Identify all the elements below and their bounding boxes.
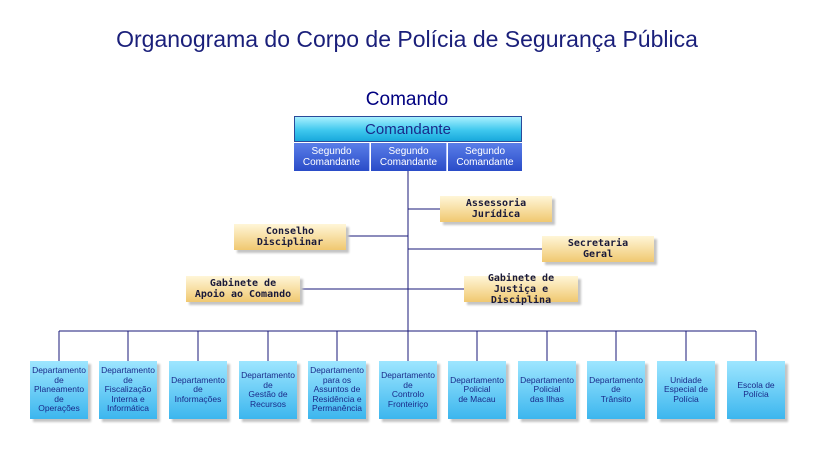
box-conselho-disciplinar: Conselho Disciplinar: [234, 224, 346, 250]
dept-transito: Departamento de Trânsito: [587, 361, 645, 419]
dept-residencia-permanencia: Departamento para os Assuntos de Residên…: [308, 361, 366, 419]
page-title: Organograma do Corpo de Polícia de Segur…: [116, 26, 698, 52]
box-gabinete-apoio-comando: Gabinete de Apoio ao Comando: [186, 276, 300, 302]
box-secretaria-geral: Secretaria Geral: [542, 236, 654, 262]
dept-controlo-fronteirico: Departamento de Controlo Fronteiriço: [379, 361, 437, 419]
dept-fiscalizacao-informatica: Departamento de Fiscalização Interna e I…: [99, 361, 157, 419]
deputy-commander-3: Segundo Comandante: [448, 143, 522, 171]
box-assessoria-juridica: Assessoria Jurídica: [440, 196, 552, 222]
unidade-especial-policia: Unidade Especial de Polícia: [657, 361, 715, 419]
dept-planeamento-operacoes: Departamento de Planeamento de Operações: [30, 361, 88, 419]
deputy-commander-1: Segundo Comandante: [294, 143, 370, 171]
commander-box: Comandante: [294, 116, 522, 142]
escola-policia: Escola de Polícia: [727, 361, 785, 419]
dept-policial-ilhas: Departamento Policial das Ilhas: [518, 361, 576, 419]
dept-informacoes: Departamento de Informações: [169, 361, 227, 419]
dept-policial-macau: Departamento Policial de Macau: [448, 361, 506, 419]
deputy-commander-2: Segundo Comandante: [371, 143, 447, 171]
box-gabinete-justica-disciplina: Gabinete de Justiça e Disciplina: [464, 273, 578, 306]
dept-gestao-recursos: Departamento de Gestão de Recursos: [239, 361, 297, 419]
section-title: Comando: [365, 89, 449, 110]
